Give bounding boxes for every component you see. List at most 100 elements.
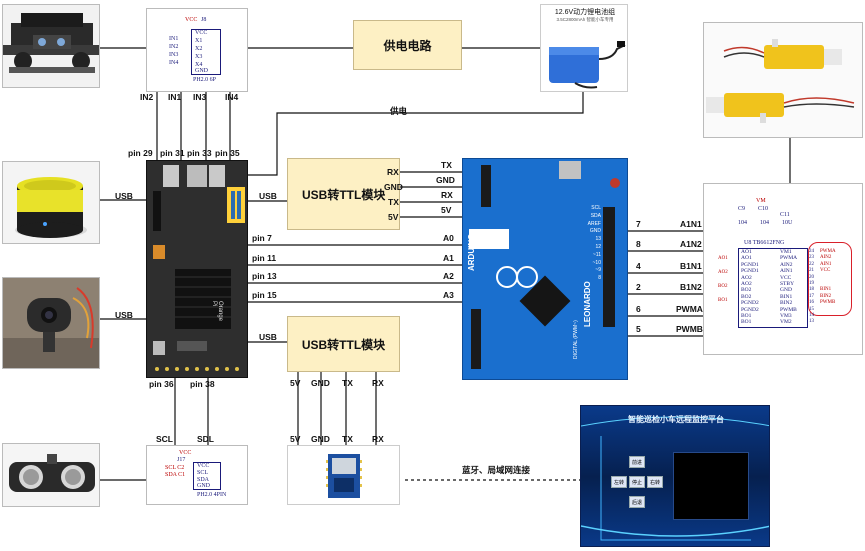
label-pin36: pin 36: [149, 379, 174, 389]
monitoring-platform-screen: 智能巡检小车远程监控平台 前进 左转 停止 右转 后退: [580, 405, 770, 547]
schematic-vcc: VCC: [179, 450, 192, 456]
ttl-pin-5v: 5V: [388, 212, 399, 222]
label-power-line: 供电: [390, 106, 408, 116]
usb-ttl-bottom-label: USB转TTL模块: [301, 337, 386, 352]
power-circuit-box: 供电电路: [353, 20, 462, 70]
platform-title: 智能巡检小车远程监控平台: [628, 415, 724, 424]
driver-pin-right: VM2: [780, 319, 792, 326]
label-p7: 7: [636, 219, 641, 229]
arduino-pin-label: 8: [598, 275, 601, 282]
driver-pin-num: 21: [809, 268, 814, 274]
label-p6: 6: [636, 304, 641, 314]
bottom-ttl-gnd: GND: [311, 378, 330, 388]
backward-button[interactable]: 后退: [629, 496, 645, 508]
label-pin15: pin 15: [252, 290, 277, 300]
sch-pin-left: SCL C2: [165, 465, 185, 471]
label-pin35: pin 35: [215, 148, 240, 158]
driver-pin-num: 17: [809, 293, 814, 299]
bottom-ttl-tx: TX: [342, 378, 353, 388]
bottom-ttl-5v: 5V: [290, 378, 301, 388]
driver-highlight: [808, 242, 852, 316]
driver-pin-left: PGND2: [741, 306, 759, 313]
arduino-model: LEONARDO: [583, 281, 592, 327]
ard-pin-gnd: GND: [436, 175, 455, 185]
driver-chip-name: U8 TB6612FNG: [744, 240, 785, 246]
arduino-pin-label: SCL: [591, 205, 601, 211]
driver-pin-right: VM1: [780, 249, 792, 255]
driver-pin-left: BO1: [741, 319, 752, 326]
driver-pin-left: BO1: [741, 313, 752, 320]
label-in4: IN4: [225, 92, 239, 102]
connector-body: [193, 462, 221, 490]
battery-title: 12.6V动力锂电池组: [554, 9, 616, 16]
arduino-pin-label: SDA: [590, 212, 601, 219]
ard-pin-rx: RX: [441, 190, 453, 200]
bluetooth-module-panel: [287, 445, 400, 505]
driver-pin-numbers: 24 23 22 21 20 19 18 17 16 15 14 13: [809, 249, 814, 326]
driver-cap: C9: [738, 206, 746, 212]
sch-pin-right: SCL: [197, 470, 209, 476]
label-pin31: pin 31: [160, 148, 185, 158]
sch-pin-right: X2: [195, 46, 203, 52]
driver-pin-right: PWMA: [780, 255, 798, 262]
label-usb-camera: USB: [115, 310, 133, 320]
label-a0: A0: [443, 233, 454, 243]
driver-pin-left: AO1: [741, 249, 752, 255]
sch-pin-right: GND: [195, 68, 208, 74]
driver-pin-left: BO2: [741, 293, 752, 300]
label-usb-ttl1: USB: [259, 191, 277, 201]
ard-pin-5v: 5V: [441, 205, 452, 215]
driver-pin-right: STBY: [780, 281, 795, 288]
schematic-part: PH2.0 4PIN: [197, 492, 227, 498]
driver-pin-num: 15: [809, 306, 814, 312]
forward-button[interactable]: 前进: [629, 456, 645, 468]
stop-button[interactable]: 停止: [629, 476, 645, 488]
driver-vm: VM: [756, 198, 766, 204]
driver-pin-left: AO2: [741, 274, 752, 281]
driver-pin-num: 23: [809, 255, 814, 261]
battery-subtitle: 3.5C2800mAh 智能小车专用: [556, 17, 614, 22]
schematic-ref: J8: [201, 17, 207, 23]
driver-pin-num: 16: [809, 300, 814, 306]
speaker-photo: [2, 161, 100, 244]
dc-motors-photo: [703, 22, 863, 138]
label-usb-ttl2: USB: [259, 332, 277, 342]
label-p4: 4: [636, 261, 641, 271]
arduino-pin-label: ~10: [592, 259, 601, 266]
schematic-part: PH2.0 6P: [193, 77, 217, 83]
label-a3: A3: [443, 290, 454, 300]
driver-pin-right: VCC: [780, 274, 792, 281]
label-b1n1: B1N1: [680, 261, 702, 271]
right-button[interactable]: 右转: [647, 476, 663, 488]
driver-net-label: BIN1: [820, 287, 832, 293]
driver-side-label: AO2: [718, 270, 728, 275]
arduino-pin-label: 12: [595, 243, 601, 250]
ultrasonic-schematic: VCC J17 SCL C2 SDA C1 VCC SCL SDA GND PH…: [146, 445, 248, 505]
label-pwma: PWMA: [676, 304, 703, 314]
bt-5v: 5V: [290, 434, 301, 444]
sch-pin-right: GND: [197, 483, 210, 489]
driver-chip-body: [738, 248, 808, 328]
power-circuit-label: 供电电路: [383, 38, 432, 53]
label-b1n2: B1N2: [680, 282, 702, 292]
driver-right-pins: VM1 PWMA AIN2 AIN1 VCC STBY GND BIN1 BIN…: [780, 249, 797, 326]
sch-pin-right: X1: [195, 38, 203, 44]
sch-pin-left: SDA C1: [165, 472, 186, 478]
label-bt-link: 蓝牙、局域网连接: [462, 465, 531, 475]
sch-pin-left: IN4: [169, 60, 179, 66]
schematic-ref: J17: [177, 457, 186, 463]
driver-pin-right: BIN2: [780, 300, 793, 307]
usb-ttl-module-top: USB转TTL模块: [287, 158, 400, 230]
driver-left-pins: AO1 AO1 PGND1 PGND1 AO2 AO2 BO2 BO2 PGND…: [741, 249, 759, 326]
ttl-pin-rx: RX: [387, 167, 399, 177]
driver-pin-num: 14: [809, 313, 814, 319]
driver-net-label: PWMA: [820, 249, 836, 254]
driver-pin-left: PGND1: [741, 268, 759, 275]
label-a1n1: A1N1: [680, 219, 702, 229]
arduino-pin-label: GND: [589, 228, 601, 235]
driver-net-label: AIN1: [820, 261, 832, 267]
left-button[interactable]: 左转: [611, 476, 627, 488]
arduino-pin-label: 13: [595, 236, 601, 243]
label-p5: 5: [636, 324, 641, 334]
schematic-vcc: VCC: [185, 17, 198, 23]
